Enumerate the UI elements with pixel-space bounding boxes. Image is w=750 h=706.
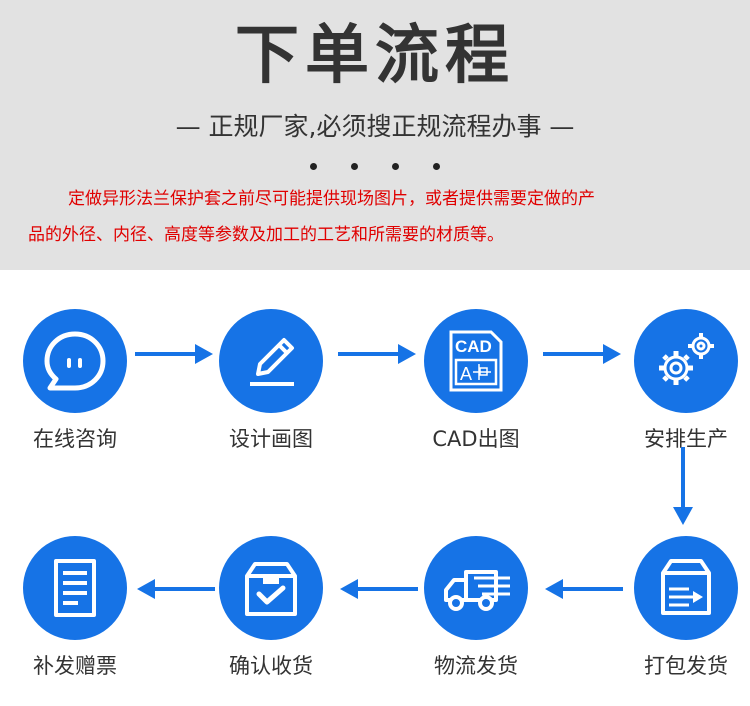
- page-title: 下单流程: [235, 19, 515, 93]
- step-pack-ship: 打包发货: [611, 536, 750, 680]
- invoice-document-icon: [23, 536, 127, 640]
- dots-divider: [0, 155, 750, 174]
- arrow-right-icon: [135, 344, 213, 364]
- chat-bubble-icon: [23, 309, 127, 413]
- arrow-right-icon: [543, 344, 621, 364]
- page-subtitle: — 正规厂家,必须搜正规流程办事 —: [175, 112, 575, 141]
- arrow-right-icon: [338, 344, 416, 364]
- step-label: 在线咨询: [33, 427, 117, 451]
- pencil-icon: [219, 309, 323, 413]
- cad-document-icon: CAD A: [424, 309, 528, 413]
- arrow-down-icon: [673, 447, 693, 525]
- delivery-truck-icon: [424, 536, 528, 640]
- step-cad-output: CAD A CAD出图: [401, 309, 551, 453]
- step-online-consult: 在线咨询: [0, 309, 150, 453]
- step-label: 打包发货: [644, 654, 728, 678]
- arrow-left-icon: [340, 579, 418, 599]
- note-line-1: 定做异形法兰保护套之前尽可能提供现场图片，或者提供需要定做的产: [68, 189, 595, 209]
- step-label: CAD出图: [432, 427, 520, 451]
- note-line-2: 品的外径、内径、高度等参数及加工的工艺和所需要的材质等。: [28, 225, 504, 245]
- svg-text:A: A: [460, 364, 472, 384]
- step-design-drawing: 设计画图: [196, 309, 346, 453]
- step-label: 设计画图: [229, 427, 313, 451]
- step-logistics-ship: 物流发货: [401, 536, 551, 680]
- gears-icon: [634, 309, 738, 413]
- step-reissue-invoice: 补发赠票: [0, 536, 150, 680]
- step-label: 物流发货: [434, 654, 518, 678]
- step-label: 安排生产: [644, 427, 728, 451]
- step-confirm-receipt: 确认收货: [196, 536, 346, 680]
- package-box-icon: [634, 536, 738, 640]
- arrow-left-icon: [545, 579, 623, 599]
- step-label: 补发赠票: [33, 654, 117, 678]
- header-banner: 下单流程 — 正规厂家,必须搜正规流程办事 — 定做异形法兰保护套之前尽可能提供…: [0, 0, 750, 270]
- step-label: 确认收货: [229, 654, 313, 678]
- step-arrange-production: 安排生产: [611, 309, 750, 453]
- arrow-left-icon: [137, 579, 215, 599]
- checked-box-icon: [219, 536, 323, 640]
- cad-text: CAD: [455, 337, 492, 356]
